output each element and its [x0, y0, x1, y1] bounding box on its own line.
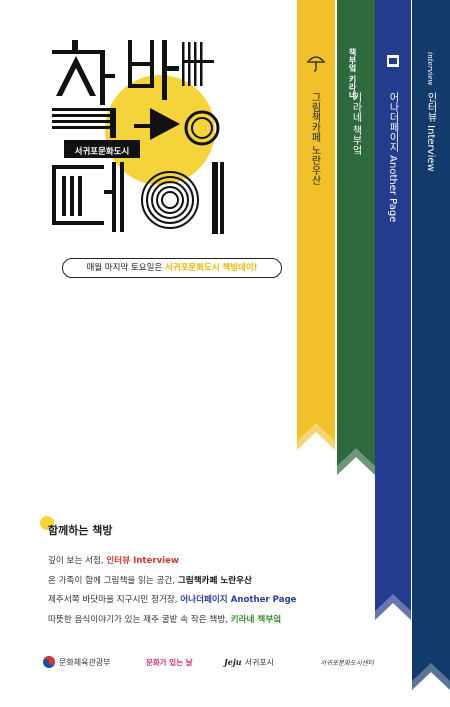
tagline: 매월 마지막 토요일은 서귀포문화도시 책방데이! — [62, 258, 282, 278]
ministry-name: 문화체육관광부 — [59, 657, 111, 667]
list-item-name[interactable]: 인터뷰 Interview — [106, 556, 179, 566]
list-item-name[interactable]: 어나더페이지 Another Page — [180, 595, 297, 605]
foundation-name: 서귀포문화도시센터 — [320, 659, 374, 667]
ribbon-kirane[interactable]: 책부엌 키라네 키라네 책부엌 — [337, 0, 375, 475]
tagline-city: 서귀포문화도시 — [164, 263, 220, 273]
footer-culture-day: 문화가 있는 날 — [146, 650, 193, 674]
book-icon — [387, 55, 399, 67]
list-item-name[interactable]: 그림책카페 노란우산 — [177, 575, 252, 586]
list-item: 온 가족이 함께 그림책을 읽는 공간, 그림책카페 노란우산 — [48, 572, 297, 592]
ribbon-shape — [375, 0, 411, 620]
list-item: 제주서쪽 바닷마을 지구시민 정거장, 어나더페이지 Another Page — [48, 591, 297, 611]
taegeuk-icon — [43, 656, 55, 668]
badge-background — [64, 140, 140, 158]
ribbon-shape — [297, 0, 335, 450]
ribbon-shape — [412, 0, 450, 690]
tagline-pre: 매월 마지막 토요일은 — [86, 263, 165, 273]
jeju-logo: Jeju — [224, 657, 242, 667]
ribbon-label: 어나더페이지 Another Page — [387, 92, 398, 223]
list-item: 따뜻한 음식이야기가 있는 제주 굴밭 속 작은 책방, 키라네 책부엌 — [48, 611, 297, 631]
title-char-i — [141, 162, 224, 234]
footer-seogwipo: Jeju 서귀포시 — [224, 650, 274, 674]
section-dot — [40, 516, 54, 530]
title-artwork — [52, 40, 224, 234]
culture-day-logo: 문화가 있는 날 — [146, 657, 193, 667]
title-char-de — [52, 162, 124, 232]
list-item-desc: 깊이 보는 서점, — [48, 556, 107, 566]
ribbon-label: 인터뷰 Interview — [425, 92, 436, 172]
ribbon-label: 키라네 책부엌 — [350, 92, 361, 156]
ribbon-label: 그림책카페 노란우산 — [309, 92, 320, 186]
footer-foundation: 서귀포문화도시센터 — [320, 650, 374, 674]
footer-ministry: 문화체육관광부 — [42, 650, 111, 674]
stripe-decoration — [182, 42, 214, 86]
tagline-event: 책방데이! — [222, 263, 258, 273]
ribbon-another-page[interactable]: 어나더페이지 Another Page — [375, 0, 411, 620]
ribbon-interview[interactable]: interview 인터뷰 Interview — [412, 0, 450, 690]
interview-logo-text: interview — [426, 52, 434, 86]
list-item: 깊이 보는 서점, 인터뷰 Interview — [48, 552, 297, 572]
title-char-chaek — [52, 40, 116, 138]
ribbon-shape — [337, 0, 375, 475]
badge-label: 서귀포문화도시 — [74, 147, 130, 157]
section-title: 함께하는 책방 — [48, 524, 113, 537]
seogwipo-name: 서귀포시 — [244, 657, 275, 667]
bookstore-list: 깊이 보는 서점, 인터뷰 Interview 온 가족이 함께 그림책을 읽는… — [48, 552, 297, 630]
list-item-desc: 따뜻한 음식이야기가 있는 제주 굴밭 속 작은 책방, — [48, 614, 231, 625]
umbrella-icon — [306, 56, 326, 72]
kirane-logo-text: 책부엌 키라네 — [348, 48, 357, 99]
ribbon-noran-usan[interactable]: 그림책카페 노란우산 — [297, 0, 335, 450]
list-item-desc: 온 가족이 함께 그림책을 읽는 공간, — [48, 575, 178, 586]
title-char-bang — [128, 40, 220, 146]
list-item-desc: 제주서쪽 바닷마을 지구시민 정거장, — [48, 595, 181, 605]
list-item-name[interactable]: 키라네 책부엌 — [230, 614, 282, 625]
